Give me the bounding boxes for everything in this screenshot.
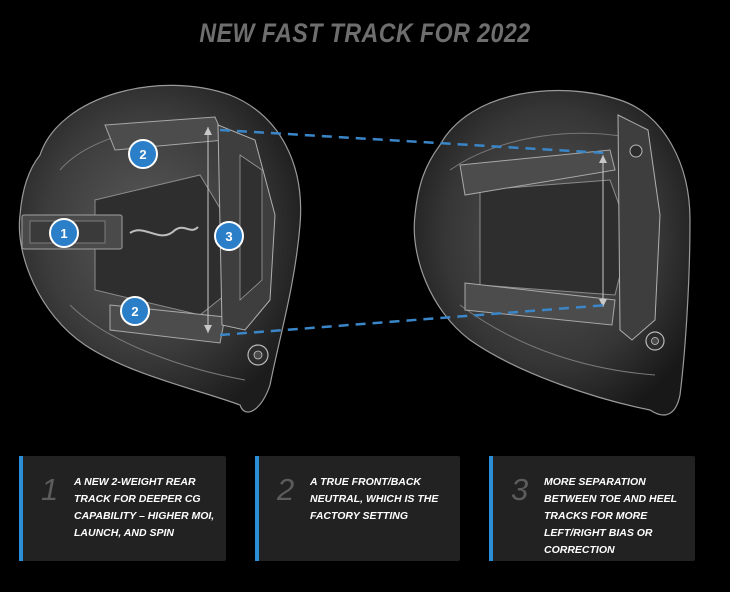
card-number: 2 <box>277 472 295 507</box>
card-text: A NEW 2-WEIGHT REAR TRACK FOR DEEPER CG … <box>74 476 215 539</box>
card-accent-bar <box>255 456 259 561</box>
comparison-dashed-lines <box>219 128 609 337</box>
badge-separation-label: 3 <box>225 229 232 244</box>
driver-illustration: 1 2 2 3 <box>18 84 691 416</box>
feature-card-3: 3 MORE SEPARATION BETWEEN TOE AND HEEL T… <box>489 456 695 561</box>
badge-rear-label: 1 <box>60 226 67 241</box>
badge-front-top-label: 2 <box>139 147 146 162</box>
left-driver-head <box>18 84 302 413</box>
card-text: A TRUE FRONT/BACK NEUTRAL, WHICH IS THE … <box>310 476 439 522</box>
badge-front-top: 2 <box>128 139 158 169</box>
badge-front-bottom-label: 2 <box>131 304 138 319</box>
page-title: NEW FAST TRACK FOR 2022 <box>199 18 531 48</box>
badge-separation: 3 <box>214 221 244 251</box>
feature-card-1: 1 A NEW 2-WEIGHT REAR TRACK FOR DEEPER C… <box>19 456 226 561</box>
card-accent-bar <box>489 456 493 561</box>
card-text: MORE SEPARATION BETWEEN TOE AND HEEL TRA… <box>544 476 677 556</box>
badge-front-bottom: 2 <box>120 296 150 326</box>
card-number: 1 <box>41 472 59 507</box>
badge-rear-track: 1 <box>49 218 79 248</box>
card-accent-bar <box>19 456 23 561</box>
feature-cards: 1 A NEW 2-WEIGHT REAR TRACK FOR DEEPER C… <box>0 456 730 561</box>
feature-card-2: 2 A TRUE FRONT/BACK NEUTRAL, WHICH IS TH… <box>255 456 460 561</box>
right-driver-head <box>413 89 691 416</box>
card-number: 3 <box>511 472 529 507</box>
